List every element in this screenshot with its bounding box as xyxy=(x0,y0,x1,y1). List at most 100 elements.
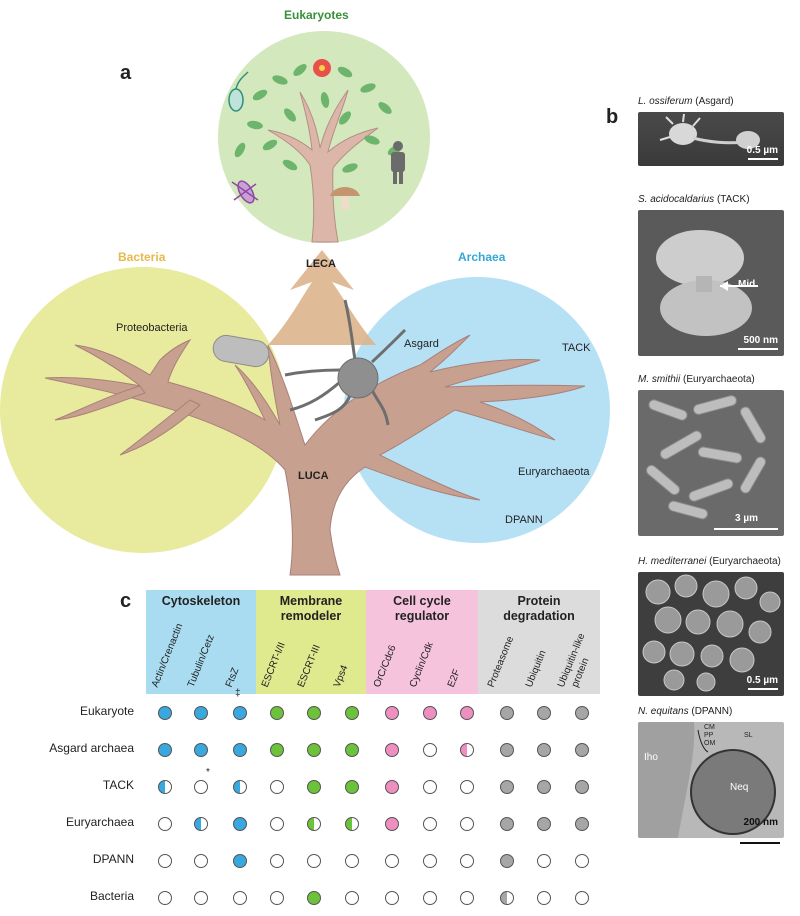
presence-dot xyxy=(537,891,551,905)
scale-label-5: 200 nm xyxy=(743,817,778,828)
presence-dot xyxy=(575,706,589,720)
presence-dot xyxy=(158,743,172,757)
em-caption-3: M. smithii (Euryarchaeota) xyxy=(638,374,755,385)
presence-dot xyxy=(575,891,589,905)
presence-dot xyxy=(270,817,284,831)
category-cytoskeleton: Cytoskeleton xyxy=(146,590,256,694)
dpann-label: DPANN xyxy=(505,514,543,526)
presence-dot xyxy=(385,706,399,720)
presence-dot xyxy=(385,743,399,757)
bacteria-label: Bacteria xyxy=(118,250,166,264)
asgard-cell xyxy=(337,357,379,399)
presence-dot xyxy=(460,743,474,757)
scale-bar-5 xyxy=(740,842,780,844)
scale-label-3: 3 µm xyxy=(735,513,758,524)
presence-dot xyxy=(385,891,399,905)
presence-dot xyxy=(500,706,514,720)
tack-label: TACK xyxy=(562,342,591,354)
presence-dot xyxy=(460,706,474,720)
presence-dot xyxy=(194,780,208,794)
presence-dot xyxy=(500,854,514,868)
presence-dot xyxy=(423,780,437,794)
tree-of-life-diagram xyxy=(0,31,610,576)
proteobacteria-label: Proteobacteria xyxy=(116,322,188,334)
presence-dot xyxy=(423,854,437,868)
presence-dot xyxy=(158,780,172,794)
neq-label: Neq xyxy=(730,782,749,793)
presence-dot xyxy=(385,817,399,831)
presence-dot xyxy=(500,743,514,757)
presence-dot xyxy=(575,817,589,831)
presence-dot xyxy=(345,780,359,794)
panel-b-letter: b xyxy=(606,106,619,128)
scale-bar-2 xyxy=(738,348,778,350)
presence-dot xyxy=(423,706,437,720)
em-image-msmithii: 3 µm xyxy=(638,390,784,536)
row-label-tack: TACK xyxy=(102,778,134,792)
insect-icon xyxy=(231,180,259,204)
category-subtitle: regulator xyxy=(394,609,450,623)
presence-dot xyxy=(194,891,208,905)
em-caption-4: H. mediterranei (Euryarchaeota) xyxy=(638,556,781,567)
presence-dot xyxy=(385,780,399,794)
scale-label-2: 500 nm xyxy=(743,335,778,346)
presence-dot xyxy=(158,817,172,831)
scale-bar-1 xyxy=(748,158,778,160)
presence-dot xyxy=(575,743,589,757)
scale-bar-4 xyxy=(748,688,778,690)
presence-dot xyxy=(345,706,359,720)
tubulin-tack-mark: * xyxy=(206,767,210,778)
presence-dot xyxy=(537,817,551,831)
presence-dot xyxy=(194,854,208,868)
em-caption-5: N. equitans (DPANN) xyxy=(638,706,733,717)
category-title: Membrane xyxy=(279,594,343,608)
presence-dot xyxy=(233,854,247,868)
presence-dot xyxy=(307,854,321,868)
presence-dot xyxy=(500,891,514,905)
iho-label: Iho xyxy=(644,752,658,763)
mushroom-icon xyxy=(330,187,360,210)
em-image-hmediterranei: 0.5 µm xyxy=(638,572,784,696)
proteobacterium-icon xyxy=(212,334,270,368)
presence-dot xyxy=(158,854,172,868)
presence-dot xyxy=(500,780,514,794)
category-subtitle: remodeler xyxy=(280,609,342,623)
em-image-tack: Mid. 500 nm xyxy=(638,210,784,356)
presence-dot xyxy=(537,780,551,794)
category-title: Cytoskeleton xyxy=(161,594,241,608)
presence-dot xyxy=(158,891,172,905)
archaea-label: Archaea xyxy=(458,250,506,264)
presence-dot xyxy=(233,780,247,794)
presence-dot xyxy=(345,743,359,757)
row-label-asgard: Asgard archaea xyxy=(49,741,134,755)
presence-dot xyxy=(423,743,437,757)
presence-dot xyxy=(194,817,208,831)
presence-dot xyxy=(270,780,284,794)
presence-dot xyxy=(385,854,399,868)
presence-dot xyxy=(233,891,247,905)
presence-dot xyxy=(270,743,284,757)
presence-dot xyxy=(233,743,247,757)
eukaryotes-label: Eukaryotes xyxy=(284,8,349,22)
human-icon xyxy=(391,141,405,184)
row-label-dpann: DPANN xyxy=(92,852,134,866)
euryarchaeota-label: Euryarchaeota xyxy=(518,466,590,478)
eukaryote-tree xyxy=(267,89,379,243)
em-caption-2: S. acidocaldarius (TACK) xyxy=(638,194,750,205)
cm-label: CM xyxy=(704,724,715,731)
presence-dot xyxy=(270,891,284,905)
protist-icon xyxy=(228,71,249,112)
presence-dot xyxy=(345,891,359,905)
presence-dot xyxy=(345,817,359,831)
presence-dot xyxy=(307,743,321,757)
row-label-bacteria: Bacteria xyxy=(89,889,134,903)
presence-dot xyxy=(537,743,551,757)
sl-label: SL xyxy=(744,732,753,739)
presence-dot xyxy=(575,854,589,868)
category-title: Protein xyxy=(517,594,561,608)
presence-dot xyxy=(307,706,321,720)
pp-label: PP xyxy=(704,732,714,739)
row-label-euryarchaea: Euryarchaea xyxy=(65,815,134,829)
ftsz-eukaryote-mark: ‡ xyxy=(235,688,241,699)
